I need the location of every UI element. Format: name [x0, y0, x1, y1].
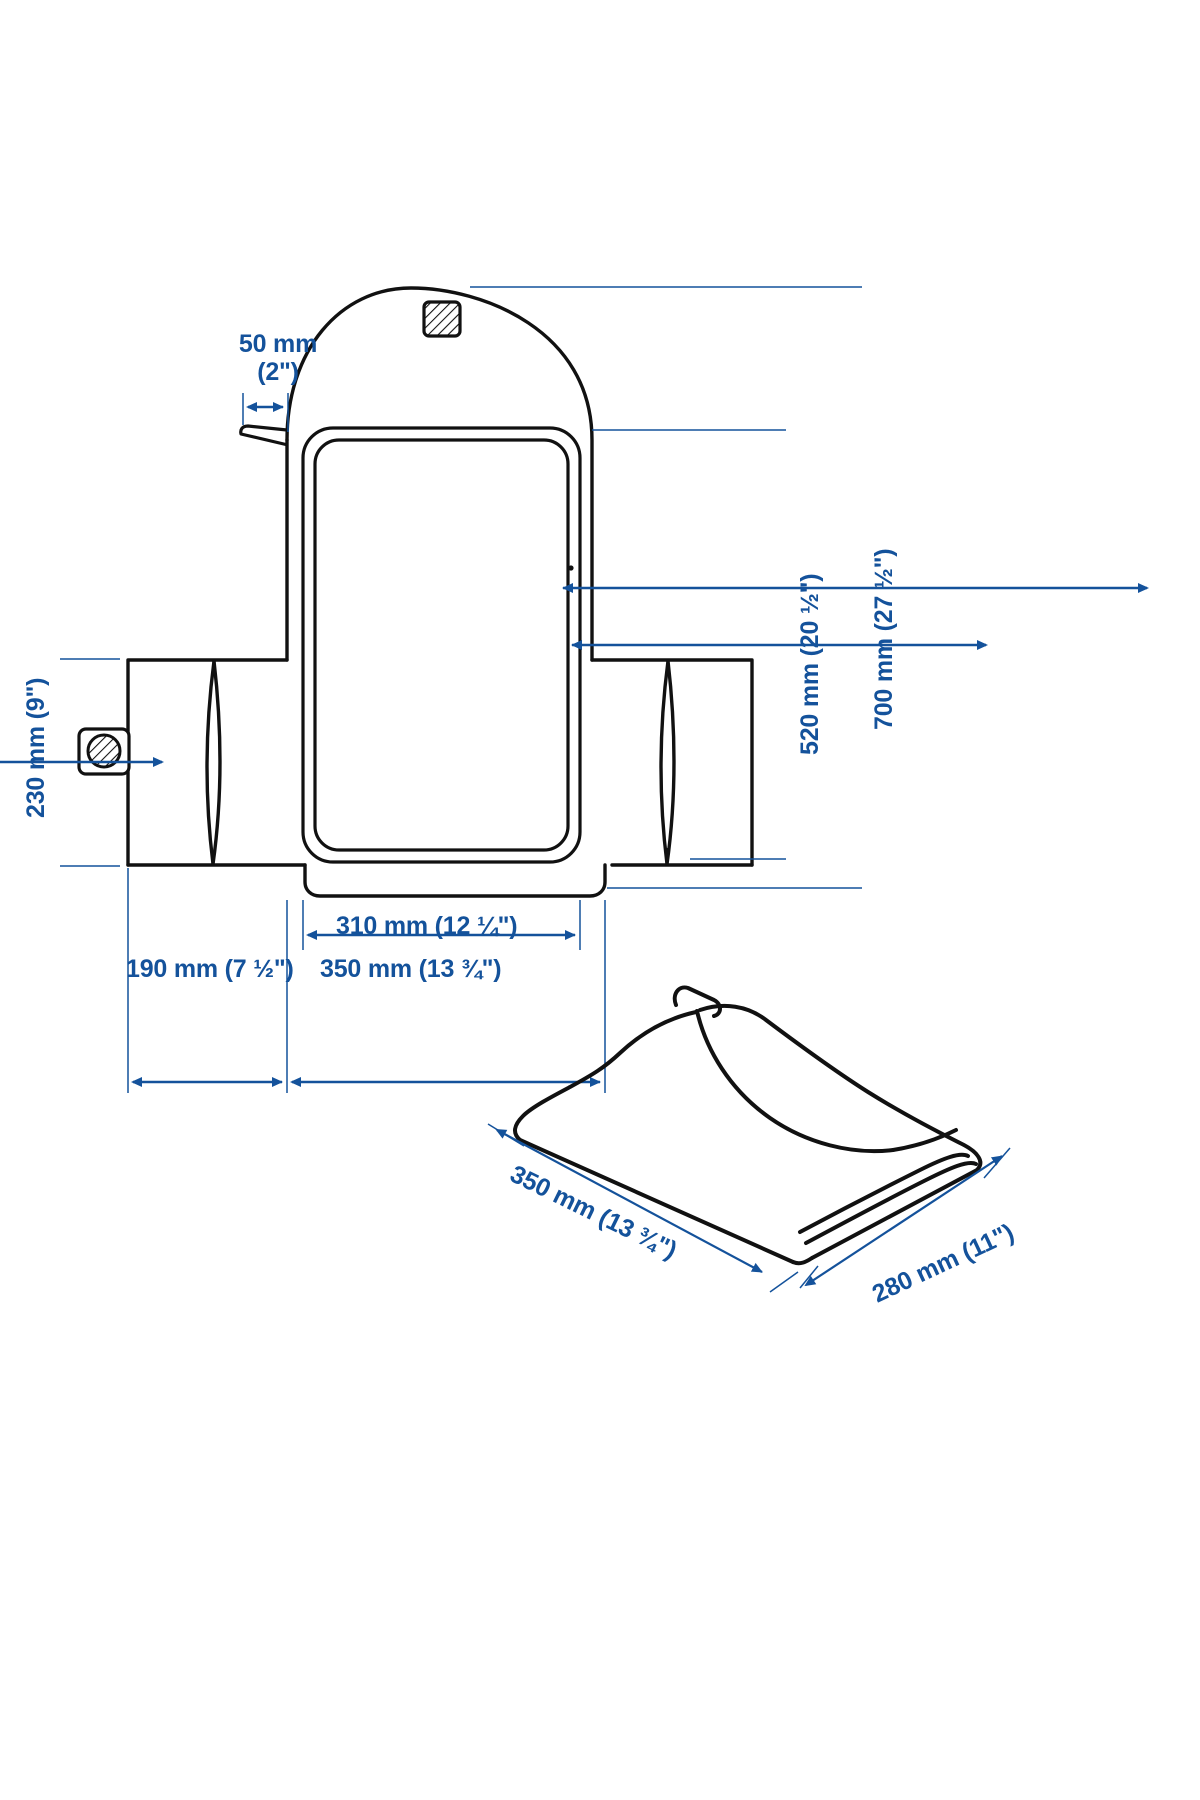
- dim-label-strap-width-metric: 50 mm: [238, 330, 318, 358]
- dim-label-side-flap-width: 190 mm (7 ½"): [126, 955, 294, 983]
- dimension-lines-unfolded: [0, 286, 1149, 1093]
- ext-line-folded-d: [983, 1147, 1011, 1179]
- hanging-strap: [239, 424, 289, 447]
- ext-line-folded-b: [769, 1271, 799, 1293]
- dim-arrow-folded-350: [495, 1129, 763, 1273]
- dim-label-strap-width: 50 mm (2"): [228, 330, 328, 386]
- unfolded-mat-outline: [126, 286, 754, 898]
- dim-label-inner-width: 310 mm (12 ¼"): [336, 912, 518, 940]
- dim-label-flap-height: 230 mm (9"): [22, 677, 50, 818]
- left-snap-hatched-circle: [77, 727, 131, 776]
- dim-arrow-folded-280: [804, 1155, 1003, 1287]
- dim-label-total-width: 350 mm (13 ¾"): [320, 955, 502, 983]
- pad-stitch-dots: [568, 565, 670, 854]
- dim-label-inner-height: 520 mm (20 ½"): [796, 573, 824, 755]
- dim-label-total-height: 700 mm (27 ½"): [870, 548, 898, 730]
- inner-pad-rectangle: [301, 426, 582, 864]
- dim-label-strap-width-imperial: (2"): [257, 358, 299, 386]
- dimension-lines-folded: [487, 1123, 1011, 1293]
- ext-line-folded-c: [799, 1265, 819, 1289]
- top-snap-hatched-square: [422, 300, 462, 338]
